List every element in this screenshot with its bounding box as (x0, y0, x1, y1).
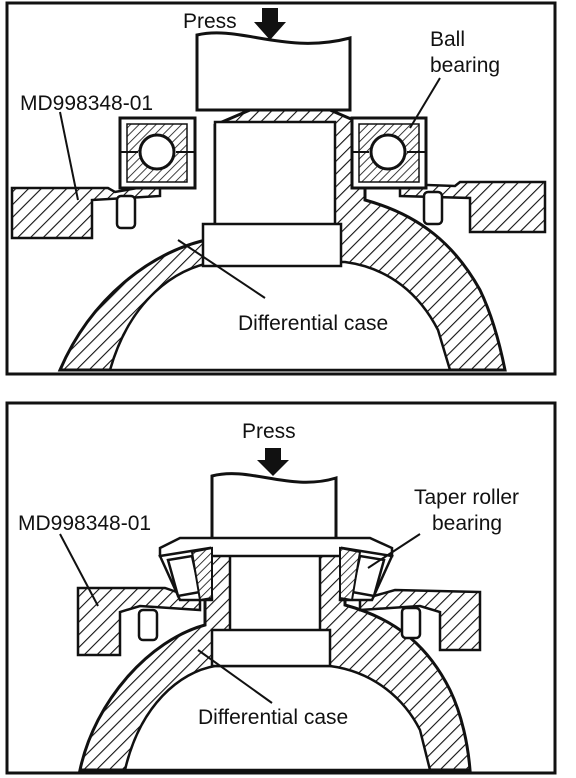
case-bore (213, 120, 337, 234)
bearing-label-line2: bearing (430, 54, 500, 77)
case-cavity (108, 260, 452, 372)
bearing-label-line1: Taper roller (414, 486, 519, 509)
support-plate-right (358, 588, 482, 652)
press-ram (195, 31, 352, 112)
bolt-right (400, 606, 422, 640)
bearing-leader (409, 77, 441, 129)
press-label: Press (242, 420, 296, 443)
bolt-right (422, 190, 444, 226)
bearing-label-line2: bearing (432, 512, 502, 535)
tool-label: MD998348-01 (18, 512, 151, 535)
support-plate-left (10, 182, 162, 240)
case-step (210, 628, 332, 668)
ball-bearing-left (118, 116, 197, 190)
case-leader (177, 239, 266, 299)
press-ram (210, 472, 338, 542)
tool-leader (59, 111, 79, 201)
tool-label: MD998348-01 (20, 92, 153, 115)
press-arrow-icon (254, 8, 286, 40)
case-leader (197, 649, 273, 704)
press-arrow-icon (257, 448, 289, 476)
panel-taper-roller-bearing: Press MD998348-01 Taper roller bearing D… (5, 401, 557, 775)
bearing-label-line1: Ball (430, 28, 465, 51)
panel-frame (5, 401, 557, 775)
bolt-left (137, 608, 159, 642)
taper-bearing-right (338, 546, 394, 602)
panel-frame (5, 1, 557, 376)
ball-bearing-right (350, 116, 428, 190)
case-label: Differential case (238, 312, 388, 335)
press-label: Press (183, 10, 237, 33)
case-label: Differential case (198, 706, 348, 729)
panel-ball-bearing: Press MD998348-01 Ball bearing Different… (5, 1, 557, 376)
bolt-left (115, 194, 137, 230)
taper-bearing-left (158, 546, 214, 602)
case-step (201, 222, 343, 268)
tool-leader (59, 533, 99, 607)
bearing-leader (367, 533, 421, 569)
